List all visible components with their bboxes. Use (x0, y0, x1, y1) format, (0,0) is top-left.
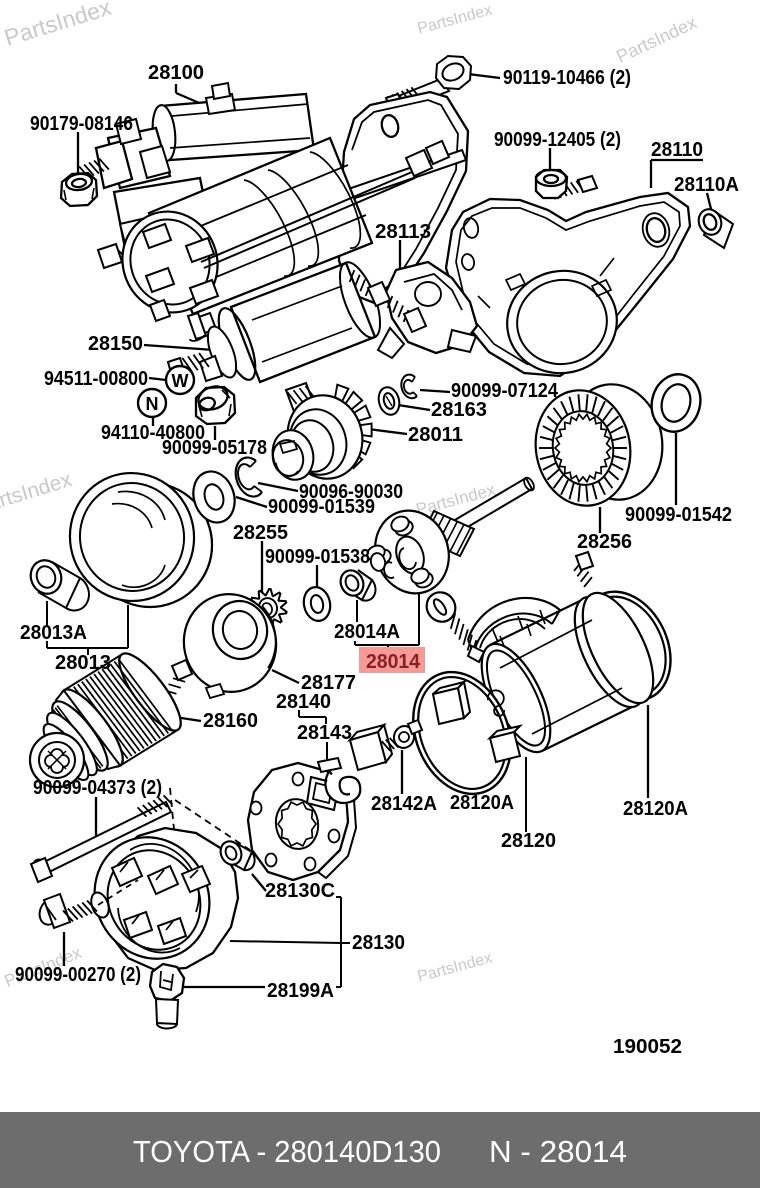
svg-text:28143: 28143 (297, 722, 352, 744)
svg-text:28013: 28013 (55, 652, 111, 674)
svg-text:28256: 28256 (577, 531, 632, 553)
svg-text:90099-12405 (2): 90099-12405 (2) (494, 129, 621, 151)
svg-text:TOYOTA - 280140D130: TOYOTA - 280140D130 (133, 1134, 441, 1169)
svg-text:90099-05178: 90099-05178 (162, 437, 267, 459)
svg-text:28199A: 28199A (267, 980, 334, 1002)
svg-text:94110-40800: 94110-40800 (101, 422, 205, 444)
svg-text:94511-00800: 94511-00800 (44, 368, 148, 390)
svg-text:90099-04373 (2): 90099-04373 (2) (33, 777, 162, 799)
svg-text:28255: 28255 (233, 522, 288, 544)
svg-text:28163: 28163 (431, 399, 487, 421)
svg-text:90099-01542: 90099-01542 (625, 504, 732, 526)
svg-text:28120A: 28120A (623, 798, 688, 820)
svg-text:28014: 28014 (366, 651, 421, 673)
svg-text:28011: 28011 (408, 424, 463, 446)
svg-text:190052: 190052 (613, 1036, 682, 1058)
svg-text:90179-08146: 90179-08146 (30, 113, 133, 135)
svg-text:28177: 28177 (301, 672, 356, 694)
svg-text:90099-01538: 90099-01538 (265, 546, 370, 568)
svg-text:28100: 28100 (148, 62, 204, 84)
svg-text:28130C: 28130C (265, 880, 335, 902)
svg-text:28110: 28110 (651, 139, 703, 161)
svg-text:90099-00270 (2): 90099-00270 (2) (15, 964, 141, 986)
svg-text:N: N (146, 394, 159, 414)
svg-text:28120: 28120 (501, 830, 556, 852)
svg-text:90099-01539: 90099-01539 (268, 496, 375, 518)
svg-text:28142A: 28142A (371, 793, 437, 815)
svg-text:N - 28014: N - 28014 (489, 1134, 627, 1169)
svg-text:28120A: 28120A (450, 792, 514, 814)
svg-text:28160: 28160 (203, 710, 258, 732)
svg-text:90096-90030: 90096-90030 (299, 481, 403, 503)
svg-text:28130: 28130 (352, 932, 405, 954)
svg-text:90099-07124: 90099-07124 (451, 380, 559, 402)
svg-text:28140: 28140 (276, 691, 331, 713)
svg-text:28113: 28113 (375, 221, 431, 243)
svg-text:90119-10466 (2): 90119-10466 (2) (503, 67, 631, 89)
svg-text:28150: 28150 (88, 333, 143, 355)
svg-text:28014A: 28014A (334, 621, 400, 643)
svg-text:28110A: 28110A (674, 174, 739, 196)
svg-text:W: W (172, 371, 189, 391)
svg-text:28013A: 28013A (20, 622, 87, 644)
